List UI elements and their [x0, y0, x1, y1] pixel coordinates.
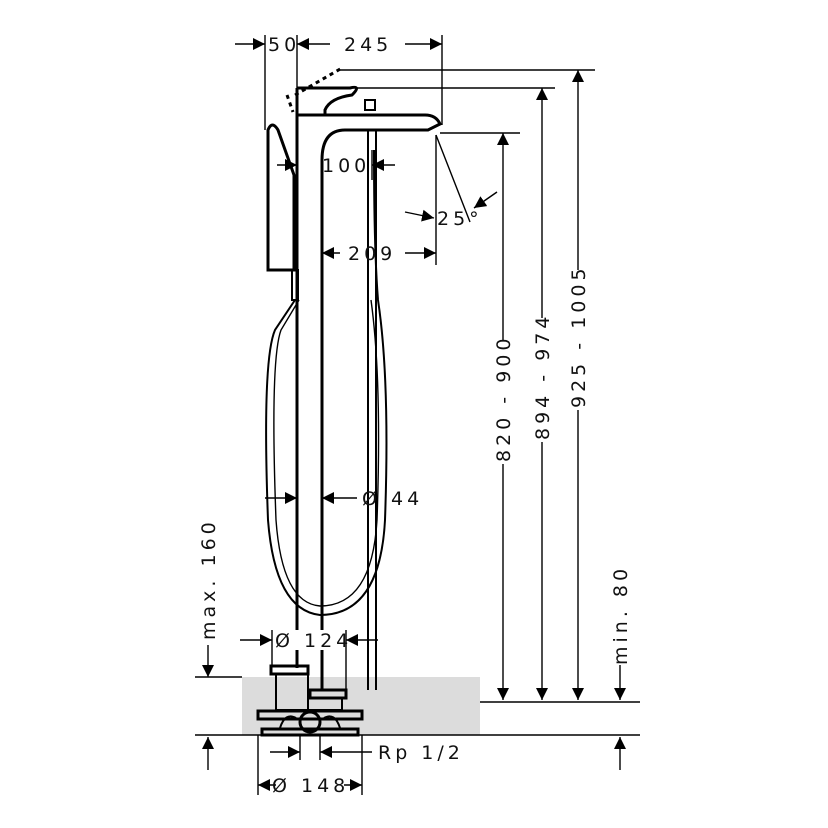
- dim-rosette-diameter: Ø 124: [275, 630, 352, 652]
- dim-spout-to-hose: 100: [322, 155, 370, 177]
- dim-spout-angle: 25°: [437, 208, 483, 230]
- floor-section: [242, 677, 480, 735]
- dim-base-diameter: Ø 148: [272, 775, 349, 797]
- shower-hose: [265, 149, 388, 617]
- dim-column-to-spout: 209: [348, 243, 396, 265]
- dim-connection-thread: Rp 1/2: [378, 742, 464, 764]
- dim-min-floor: min. 80: [610, 565, 632, 665]
- dim-spout-reach: 245: [344, 34, 392, 56]
- dim-max-floor: max. 160: [198, 518, 220, 640]
- dim-shower-offset: 50: [268, 34, 300, 56]
- dim-column-diameter: Ø 44: [362, 488, 423, 510]
- faucet-column: [285, 66, 442, 690]
- dim-handle-height: 894 - 974: [532, 313, 554, 440]
- shower-hose-inner: [273, 299, 380, 607]
- dim-lever-open-height: 925 - 1005: [568, 264, 590, 408]
- base-assembly: [256, 664, 364, 737]
- hand-shower: [266, 123, 299, 301]
- dim-spout-height: 820 - 900: [493, 335, 515, 462]
